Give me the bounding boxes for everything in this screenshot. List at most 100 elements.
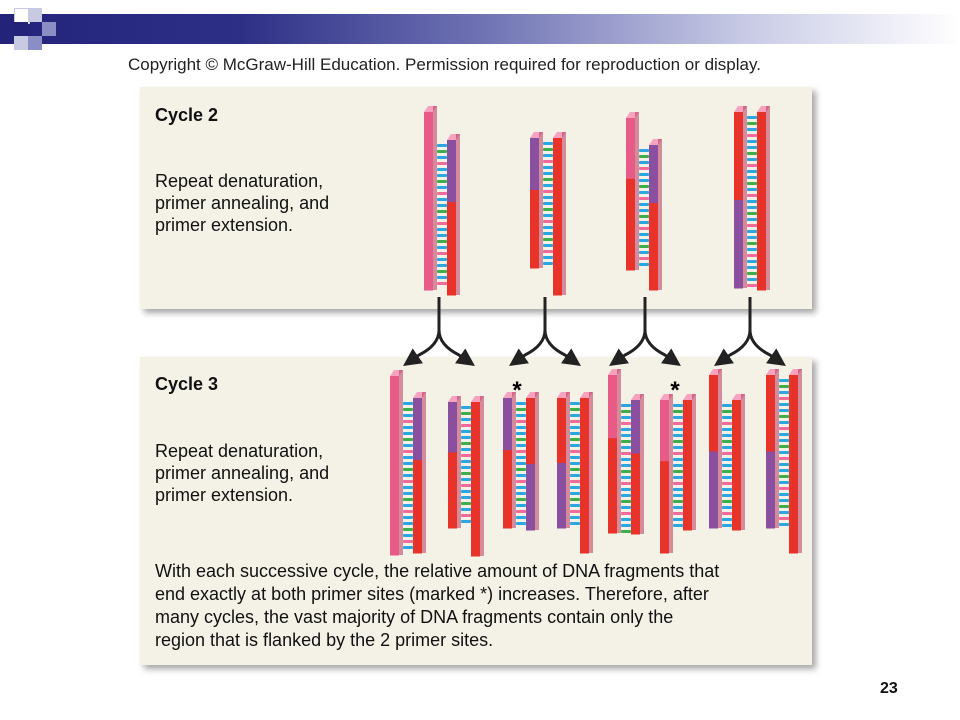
base-pair — [403, 462, 413, 465]
right-strand-segment — [649, 217, 658, 233]
right-strand-segment — [757, 129, 766, 149]
base-pair — [403, 480, 413, 483]
base-pair — [639, 185, 649, 188]
base-pair — [516, 456, 526, 459]
base-pair — [570, 444, 580, 447]
base-pair — [747, 188, 757, 191]
left-strand-segment — [503, 515, 512, 529]
base-pair — [516, 522, 526, 525]
base-pair — [516, 468, 526, 471]
base-pair — [461, 442, 471, 445]
right-strand-segment — [580, 537, 589, 554]
right-strand-segment — [649, 232, 658, 247]
right-strand-segment — [757, 201, 766, 220]
base-pair — [403, 420, 413, 423]
base-pair — [747, 272, 757, 275]
left-strand-segment — [390, 519, 399, 538]
base-pair — [461, 466, 471, 469]
left-strand-segment — [503, 437, 512, 451]
cycle-2-title: Cycle 2 — [155, 105, 219, 125]
base-pair — [779, 445, 789, 448]
base-pair — [779, 511, 789, 514]
left-strand-segment — [709, 420, 718, 437]
base-pair — [621, 524, 631, 527]
base-pair — [543, 142, 553, 145]
base-pair — [570, 450, 580, 453]
base-pair — [461, 430, 471, 433]
base-pair — [461, 412, 471, 415]
base-pair — [437, 162, 447, 165]
right-strand-segment — [471, 448, 480, 465]
left-strand-segment — [608, 454, 617, 471]
base-pair — [722, 416, 732, 419]
right-strand-segment — [580, 522, 589, 538]
base-pair — [673, 458, 683, 461]
base-pair — [673, 464, 683, 467]
base-pair — [403, 504, 413, 507]
right-strand-edge — [562, 132, 566, 295]
left-strand-segment — [448, 402, 457, 416]
left-strand-segment — [424, 112, 433, 131]
base-pair — [639, 227, 649, 230]
right-strand-segment — [683, 465, 692, 479]
left-strand-segment — [557, 476, 566, 490]
right-strand-segment — [732, 452, 741, 466]
dna-duplex — [424, 106, 460, 296]
left-strand-edge — [433, 106, 437, 290]
left-strand-segment — [557, 515, 566, 529]
base-pair — [779, 433, 789, 436]
right-strand-segment — [447, 171, 456, 187]
base-pair — [516, 420, 526, 423]
base-pair — [543, 172, 553, 175]
left-strand-segment — [766, 451, 775, 468]
right-strand-segment — [683, 439, 692, 453]
left-strand-segment — [530, 255, 539, 269]
left-strand-segment — [660, 476, 669, 493]
base-pair — [747, 194, 757, 197]
left-strand-segment — [660, 400, 669, 416]
base-pair — [779, 499, 789, 502]
left-strand-segment — [626, 118, 635, 134]
base-pair — [516, 498, 526, 501]
base-pair — [516, 414, 526, 417]
left-strand-segment — [390, 483, 399, 502]
left-strand-segment — [530, 138, 539, 152]
base-pair — [543, 226, 553, 229]
left-strand-segment — [390, 376, 399, 395]
left-strand-segment — [390, 411, 399, 431]
base-pair — [543, 190, 553, 193]
right-strand-segment — [683, 413, 692, 427]
base-pair — [747, 206, 757, 209]
right-strand-segment — [757, 147, 766, 166]
base-pair — [747, 176, 757, 179]
left-strand-segment — [448, 465, 457, 479]
summary-line: end exactly at both primer sites (marked… — [155, 584, 709, 604]
dna-duplex — [608, 369, 644, 535]
right-strand-edge — [798, 369, 802, 553]
asterisk-marker: * — [670, 377, 680, 404]
left-strand-segment — [424, 218, 433, 238]
base-pair — [747, 134, 757, 137]
right-strand-segment — [526, 450, 535, 465]
base-pair — [543, 250, 553, 253]
left-strand-segment — [608, 390, 617, 408]
description-line: primer extension. — [155, 485, 294, 505]
dna-duplex — [626, 112, 662, 291]
base-pair — [437, 204, 447, 207]
left-strand-segment — [390, 447, 399, 466]
base-pair — [543, 148, 553, 151]
right-strand-segment — [471, 402, 480, 418]
decor-square — [42, 22, 56, 36]
right-strand-segment — [471, 463, 480, 480]
right-strand-segment — [526, 490, 535, 505]
base-pair — [570, 492, 580, 495]
left-strand-segment — [734, 235, 743, 254]
base-pair — [779, 439, 789, 442]
left-strand-segment — [608, 517, 617, 534]
right-strand-edge — [456, 134, 460, 295]
left-strand-edge — [718, 369, 722, 528]
right-strand-segment — [413, 537, 422, 554]
base-pair — [747, 242, 757, 245]
right-strand-segment — [471, 494, 480, 511]
base-pair — [461, 508, 471, 511]
